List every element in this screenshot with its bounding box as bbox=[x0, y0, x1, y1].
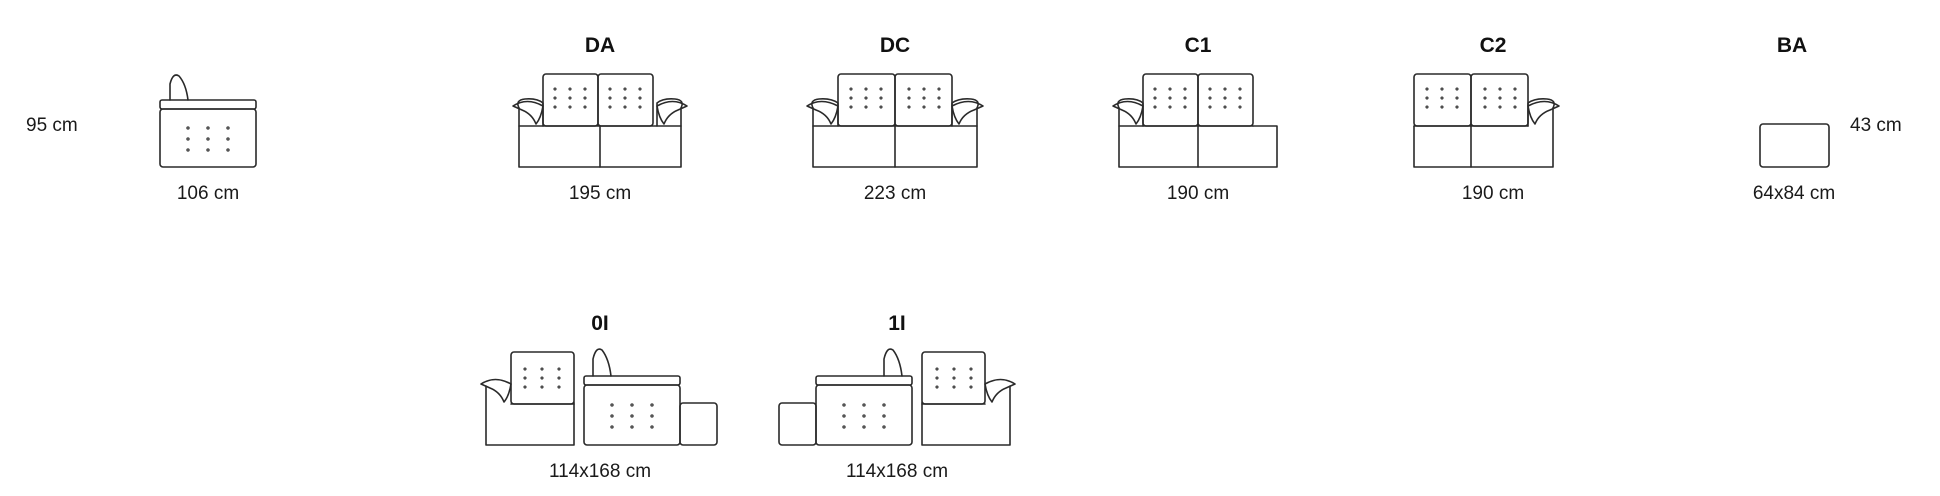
side-view-depth-label: 106 cm bbox=[177, 183, 239, 204]
sofa-da-code: DA bbox=[585, 34, 615, 57]
sofa-c2-dimension: 190 cm bbox=[1462, 183, 1524, 204]
side-view-diagram: 95 cm 106 cm bbox=[26, 74, 257, 204]
ottoman-ba-height-label: 43 cm bbox=[1850, 115, 1902, 136]
sofa-c1: C1 190 cm bbox=[1112, 34, 1278, 204]
sofa-c1-dimension: 190 cm bbox=[1167, 183, 1229, 204]
side-body bbox=[159, 108, 257, 168]
sofa-c2: C2 190 cm bbox=[1413, 34, 1560, 204]
ottoman-shape bbox=[1759, 123, 1830, 168]
chaise-0i-dimension: 114x168 cm bbox=[549, 461, 651, 482]
sofa-da: DA 195 cm bbox=[512, 34, 688, 204]
sofa-c1-code: C1 bbox=[1185, 34, 1212, 57]
ottoman-ba-dimension: 64x84 cm bbox=[1753, 183, 1835, 204]
side-view-height-label: 95 cm bbox=[26, 115, 78, 136]
headrest-shape bbox=[169, 74, 189, 101]
ottoman-ba-code: BA bbox=[1777, 34, 1807, 57]
chaise-1i-code: 1I bbox=[888, 312, 906, 335]
chaise-0i-code: 0I bbox=[591, 312, 609, 335]
chaise-1i: 1I 114x168 cm bbox=[778, 312, 1016, 482]
sofa-c2-code: C2 bbox=[1480, 34, 1507, 57]
sofa-da-dimension: 195 cm bbox=[569, 183, 631, 204]
ottoman-ba: BA 43 cm 64x84 cm bbox=[1753, 34, 1902, 204]
sofa-dc-code: DC bbox=[880, 34, 910, 57]
side-tufting bbox=[186, 126, 230, 152]
chaise-1i-dimension: 114x168 cm bbox=[846, 461, 948, 482]
chaise-0i: 0I 114x168 cm bbox=[480, 312, 718, 482]
side-top-cushion bbox=[159, 99, 257, 110]
sofa-dc: DC 223 cm bbox=[806, 34, 984, 204]
side-profile-drawing bbox=[159, 74, 257, 168]
sofa-dc-dimension: 223 cm bbox=[864, 183, 926, 204]
